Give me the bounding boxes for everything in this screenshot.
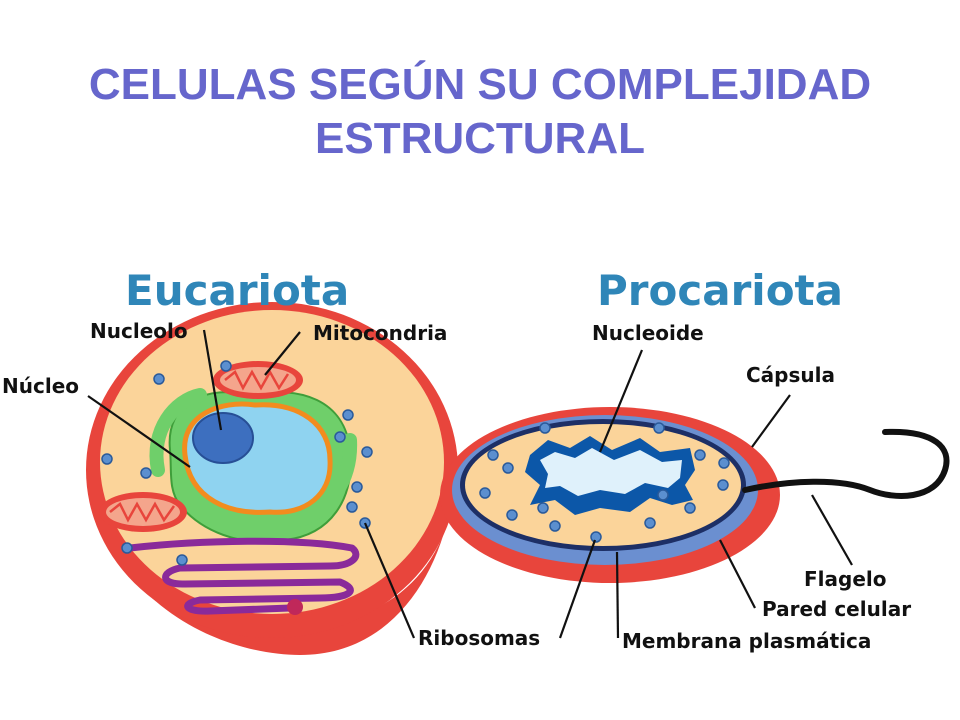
nucleoid-inner xyxy=(540,448,682,496)
leader-flagelo xyxy=(811,494,853,566)
leader-nucleo xyxy=(87,395,191,468)
leader-nucleoide xyxy=(598,349,644,453)
leader-nucleolo xyxy=(202,329,223,431)
label-membrana: Membrana plasmática xyxy=(622,629,871,653)
leader-ribosomas-pro xyxy=(558,539,597,639)
er-fold-1 xyxy=(149,388,207,477)
leader-membrana xyxy=(615,551,620,639)
label-capsula: Cápsula xyxy=(746,363,835,387)
leader-mitocondria xyxy=(264,331,301,376)
prokaryote-cell: Procariota Nucleoide Cápsula Flagelo Par… xyxy=(440,266,950,653)
title-line-1: CELULAS SEGÚN SU COMPLEJIDAD xyxy=(88,60,872,109)
nucleolus xyxy=(192,412,254,464)
label-nucleoide: Nucleoide xyxy=(592,321,704,345)
golgi-apparatus xyxy=(126,537,360,615)
title-line-2: ESTRUCTURAL xyxy=(315,114,645,163)
label-ribosomas: Ribosomas xyxy=(418,626,540,650)
label-nucleo: Núcleo xyxy=(2,374,79,398)
prokaryote-ribosomes xyxy=(479,422,730,543)
label-flagelo: Flagelo xyxy=(804,567,887,591)
flagellum xyxy=(742,428,950,499)
eukaryote-heading: Eucariota xyxy=(125,266,349,315)
label-pared: Pared celular xyxy=(762,597,911,621)
eukaryote-cell: Eucariota Nucleolo Mitocondria Núcleo Ri… xyxy=(2,266,540,655)
label-nucleolo: Nucleolo xyxy=(90,319,188,343)
vesicle xyxy=(287,599,303,615)
eukaryote-ribosomes xyxy=(101,360,373,566)
page-title: CELULAS SEGÚN SU COMPLEJIDAD ESTRUCTURAL xyxy=(0,58,960,166)
mitochondrion-left xyxy=(99,492,187,532)
er-fold-2 xyxy=(293,433,358,527)
leader-capsula xyxy=(751,394,791,448)
label-mitocondria: Mitocondria xyxy=(313,321,447,345)
mitochondrion-top xyxy=(213,361,303,399)
leader-ribosomas-euk xyxy=(363,522,416,639)
prokaryote-heading: Procariota xyxy=(597,266,843,315)
leader-pared xyxy=(719,539,756,609)
